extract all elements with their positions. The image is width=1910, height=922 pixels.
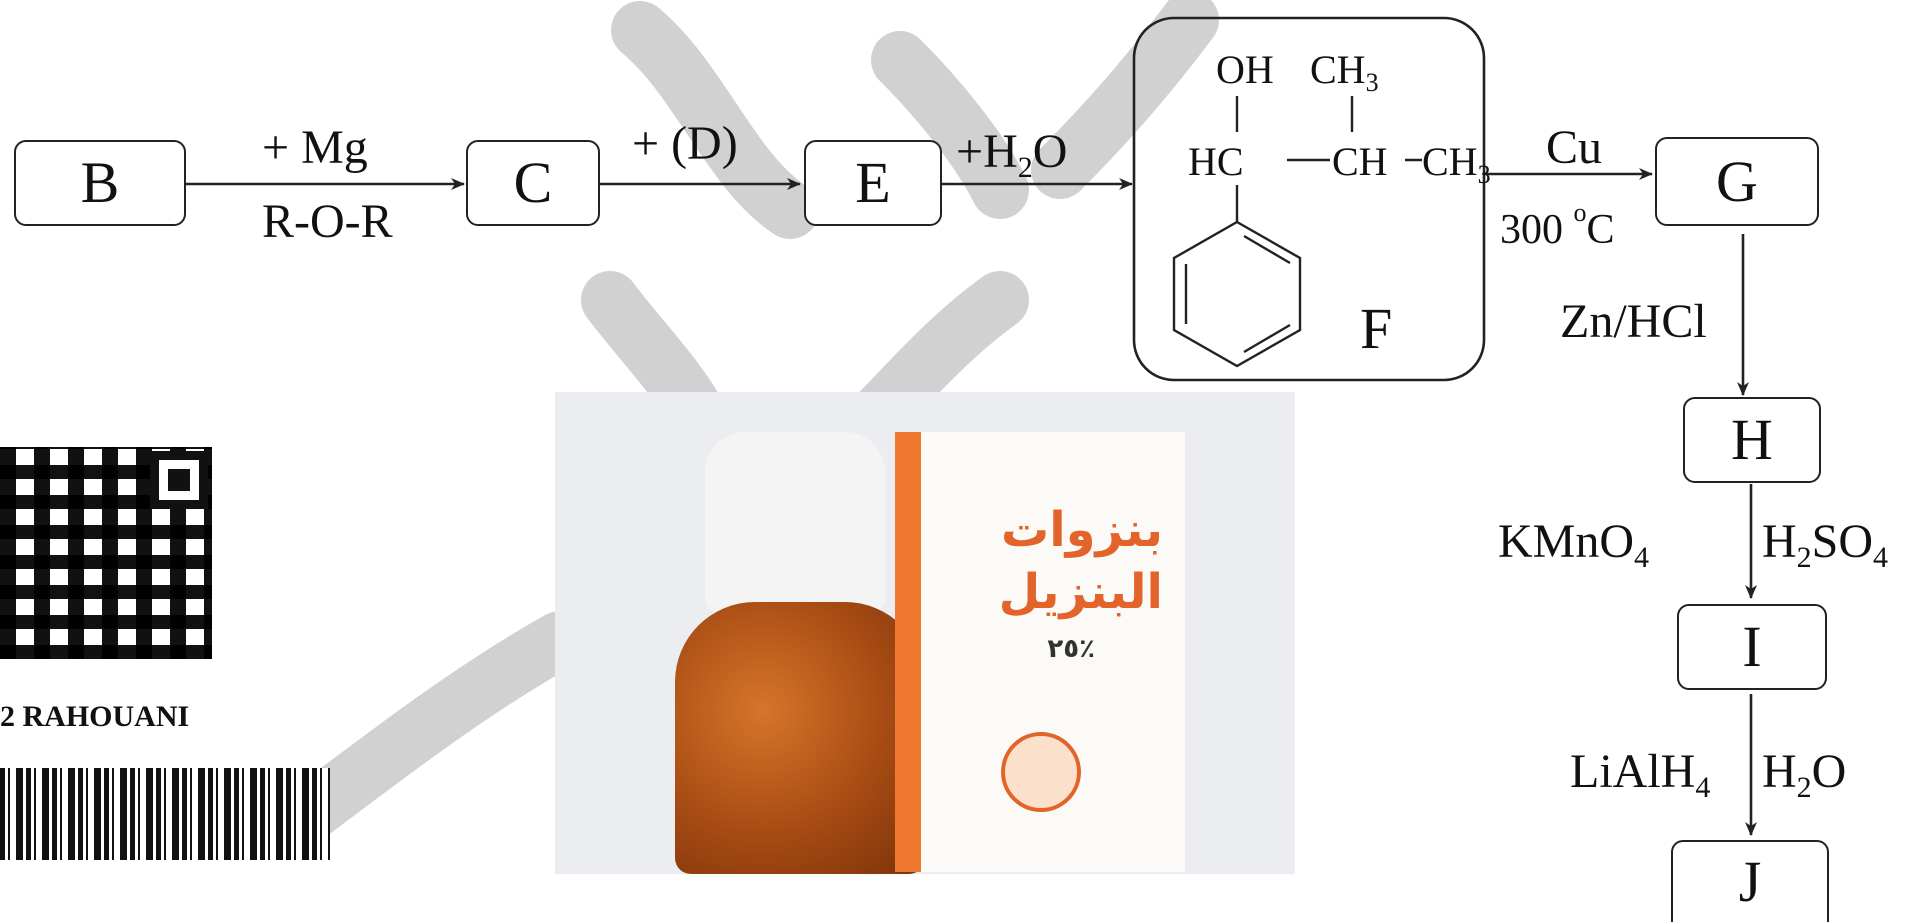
f-hc: HC: [1188, 139, 1244, 184]
box-logo-icon: [1001, 732, 1081, 812]
reagent-water-sub: 2: [1017, 151, 1033, 184]
node-h: H: [1683, 397, 1821, 483]
node-c: C: [466, 140, 600, 226]
h2so4-sub2: 4: [1873, 541, 1889, 574]
lialh4-main: LiAlH: [1570, 745, 1696, 798]
compound-f-box: [1132, 16, 1486, 382]
barcode: [0, 768, 330, 860]
node-g: G: [1655, 137, 1819, 226]
reagent-mg: + Mg: [262, 121, 368, 174]
reagent-h2so4: H2SO4: [1762, 518, 1888, 573]
water2-sub: 2: [1796, 771, 1812, 804]
f-ch3-top: CH3: [1310, 50, 1379, 96]
h2so4-so: SO: [1811, 515, 1874, 568]
box-title-line2: البنزيل: [998, 564, 1163, 620]
product-box: بنزوات البنزيل ٪٢٥: [895, 432, 1185, 872]
node-e: E: [804, 140, 942, 226]
reagent-water-o: O: [1032, 125, 1068, 178]
f-ch: CH: [1332, 139, 1388, 184]
lialh4-sub: 4: [1695, 771, 1711, 804]
reagent-cu: Cu: [1546, 121, 1603, 174]
reagent-water: +H2O: [956, 128, 1067, 183]
f-ch3-right-main: CH: [1422, 139, 1478, 184]
bottle: [675, 602, 925, 874]
reagent-water-2: H2O: [1762, 748, 1846, 803]
water2-o: O: [1811, 745, 1847, 798]
kmno4-main: KMnO: [1498, 515, 1635, 568]
degree-symbol: o: [1573, 198, 1587, 227]
reagent-kmno4: KMnO4: [1498, 518, 1649, 573]
node-i: I: [1677, 604, 1827, 690]
f-ch3-right: CH3: [1422, 142, 1491, 188]
reagent-zn-hcl: Zn/HCl: [1560, 295, 1707, 348]
node-b: B: [14, 140, 186, 226]
reagent-ether: R-O-R: [262, 195, 393, 248]
node-j: J: [1671, 840, 1829, 922]
reagent-temperature: 300 oC: [1500, 198, 1615, 253]
qr-code: [0, 447, 212, 659]
reagent-water-h: +H: [956, 125, 1018, 178]
f-oh: OH: [1216, 47, 1274, 92]
product-photo: بنزوات البنزيل ٪٢٥: [555, 392, 1295, 874]
reagent-lialh4: LiAlH4: [1570, 748, 1710, 803]
box-title-line1: بنزوات: [1001, 502, 1163, 558]
temperature-value: 300: [1500, 207, 1574, 253]
f-label: F: [1360, 296, 1393, 361]
h2so4-h: H: [1762, 515, 1797, 568]
code-label: 2 RAHOUANI: [0, 700, 190, 733]
box-percent: ٪٢٥: [1047, 634, 1095, 664]
reagent-d: + (D): [632, 117, 738, 170]
temperature-unit: C: [1586, 207, 1615, 253]
f-ch3-top-sub: 3: [1365, 68, 1379, 97]
kmno4-sub: 4: [1634, 541, 1650, 574]
f-ch3-top-main: CH: [1310, 47, 1366, 92]
bottle-cap: [705, 432, 885, 612]
f-ch3-right-sub: 3: [1477, 160, 1491, 189]
h2so4-sub1: 2: [1796, 541, 1812, 574]
water2-h: H: [1762, 745, 1797, 798]
